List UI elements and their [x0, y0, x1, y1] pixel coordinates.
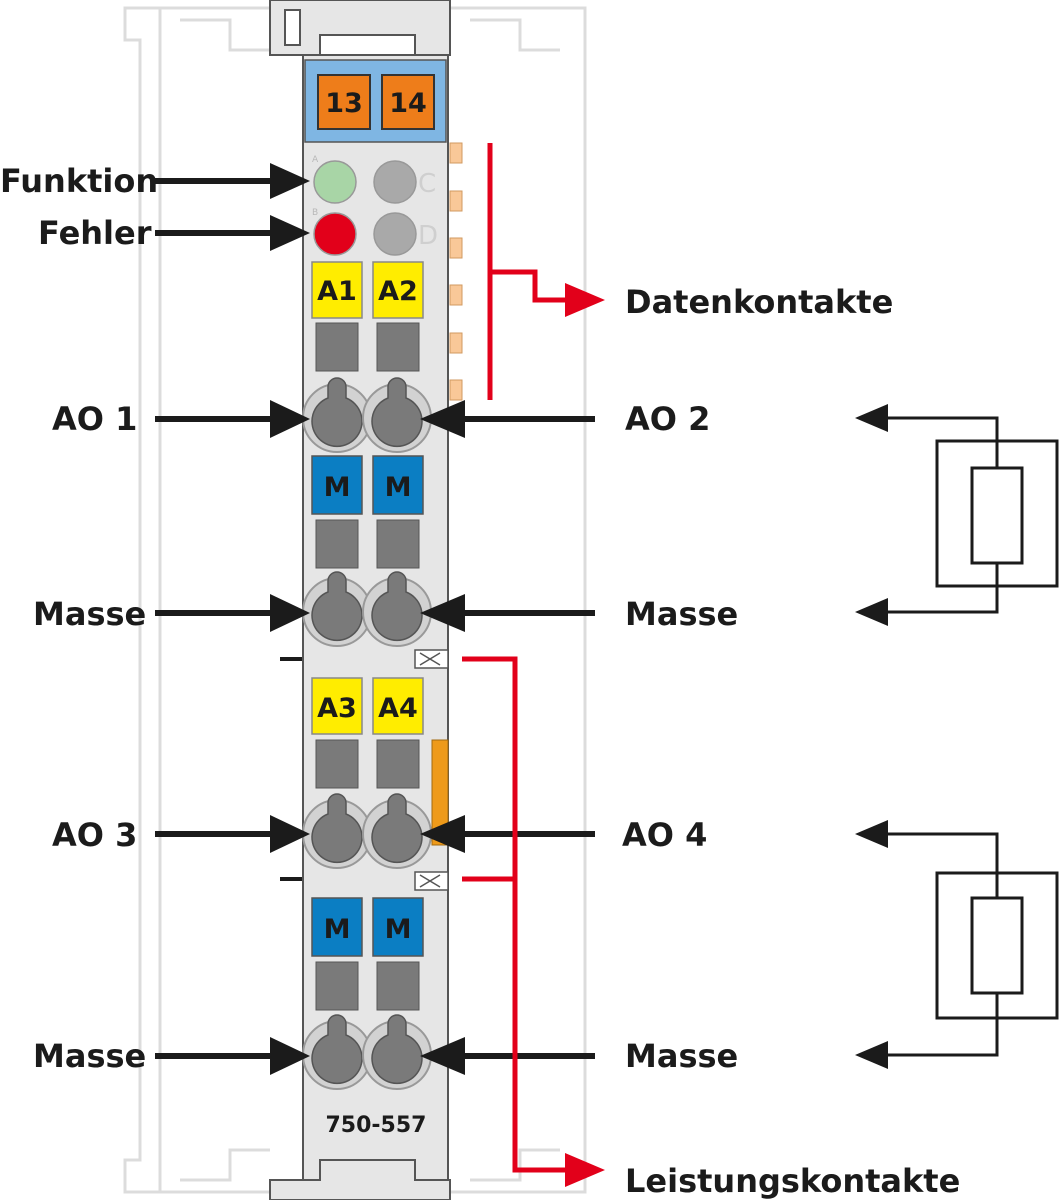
- terminal-ao4[interactable]: [362, 793, 432, 869]
- leistungskontakte-arrowhead: [565, 1153, 605, 1187]
- arrow-funktion: [155, 163, 310, 199]
- arrow-masse-4: [420, 1037, 595, 1075]
- tag-m: [372, 455, 424, 515]
- din-rail: [123, 6, 587, 1194]
- label-datenkontakte: Datenkontakte: [625, 283, 893, 321]
- tag-a2: [372, 261, 424, 319]
- datenkontakte-bracket: [487, 143, 568, 400]
- tag-a4-label: A4: [378, 693, 418, 724]
- datenkontakte-arrowhead: [565, 283, 605, 317]
- tag-m: [311, 455, 363, 515]
- tag-a4: [372, 677, 424, 735]
- arrow-masse-1: [155, 594, 310, 632]
- tag-m-label: M: [385, 914, 412, 945]
- release-button[interactable]: [376, 739, 420, 789]
- arrow-masse-3: [155, 1037, 310, 1075]
- power-jumper-contact: [431, 739, 449, 846]
- terminal-masse-4[interactable]: [362, 1014, 432, 1090]
- led-b-red: [313, 212, 357, 256]
- terminal-masse-2[interactable]: [362, 571, 432, 647]
- release-button[interactable]: [315, 322, 359, 372]
- right-labels: Datenkontakte AO 2 Masse AO 4 Masse Leis…: [622, 283, 960, 1200]
- arrow-ao1: [155, 400, 310, 438]
- release-button[interactable]: [376, 519, 420, 569]
- label-masse-right-1: Masse: [625, 595, 738, 633]
- tag-a1: [311, 261, 363, 319]
- load-arrows-1: [855, 404, 888, 626]
- label-masse-left-1: Masse: [33, 595, 146, 633]
- marker-13-label: 13: [325, 88, 363, 119]
- led-d-gray: [373, 212, 417, 256]
- load-resistor-2: [880, 832, 1059, 1057]
- led-d-letter: D: [418, 221, 438, 251]
- terminal-ao3[interactable]: [302, 793, 372, 869]
- io-module: 13 14 A C B D A1 A2: [269, 0, 463, 1200]
- arrow-fehler: [155, 215, 310, 251]
- led-b-letter: B: [312, 208, 318, 218]
- release-button[interactable]: [315, 739, 359, 789]
- led-a-green: [313, 160, 357, 204]
- arrow-ao3: [155, 815, 310, 853]
- release-button[interactable]: [376, 961, 420, 1011]
- marker-13: [317, 74, 371, 130]
- tag-a3-label: A3: [317, 693, 357, 724]
- load-arrows-2: [855, 820, 888, 1069]
- load-resistor-1: [880, 416, 1059, 614]
- tag-a2-label: A2: [378, 276, 418, 307]
- label-ao3: AO 3: [52, 816, 137, 854]
- marker-14-label: 14: [389, 88, 427, 119]
- label-ao4: AO 4: [622, 816, 707, 854]
- tag-a1-label: A1: [317, 276, 357, 307]
- power-contact-top: [414, 649, 449, 669]
- label-masse-left-2: Masse: [33, 1037, 146, 1075]
- arrow-masse-2: [420, 594, 595, 632]
- data-contacts: [449, 142, 463, 401]
- led-c-letter: C: [418, 169, 436, 199]
- tag-a3: [311, 677, 363, 735]
- led-c-gray: [373, 160, 417, 204]
- release-button[interactable]: [376, 322, 420, 372]
- left-labels: Funktion Fehler AO 1 Masse AO 3 Masse: [0, 162, 158, 1075]
- label-ao1: AO 1: [52, 400, 137, 438]
- leistungskontakte-bracket: [462, 656, 568, 1173]
- marker-14: [381, 74, 435, 130]
- part-number: 750-557: [326, 1113, 427, 1138]
- power-contact-bottom: [414, 871, 449, 891]
- release-button[interactable]: [315, 961, 359, 1011]
- arrow-ao4: [420, 815, 595, 853]
- tag-m: [372, 897, 424, 957]
- led-a-letter: A: [312, 155, 319, 165]
- tag-m-label: M: [324, 914, 351, 945]
- label-ao2: AO 2: [625, 400, 710, 438]
- arrow-ao2: [420, 400, 595, 438]
- label-funktion: Funktion: [0, 162, 158, 200]
- release-button[interactable]: [315, 519, 359, 569]
- label-masse-right-2: Masse: [625, 1037, 738, 1075]
- tag-m: [311, 897, 363, 957]
- left-arrows: [155, 163, 310, 1075]
- tag-m-label: M: [385, 472, 412, 503]
- tag-m-label: M: [324, 472, 351, 503]
- label-leistungskontakte: Leistungskontakte: [625, 1162, 960, 1200]
- label-fehler: Fehler: [38, 214, 152, 252]
- right-arrows: [420, 400, 595, 1075]
